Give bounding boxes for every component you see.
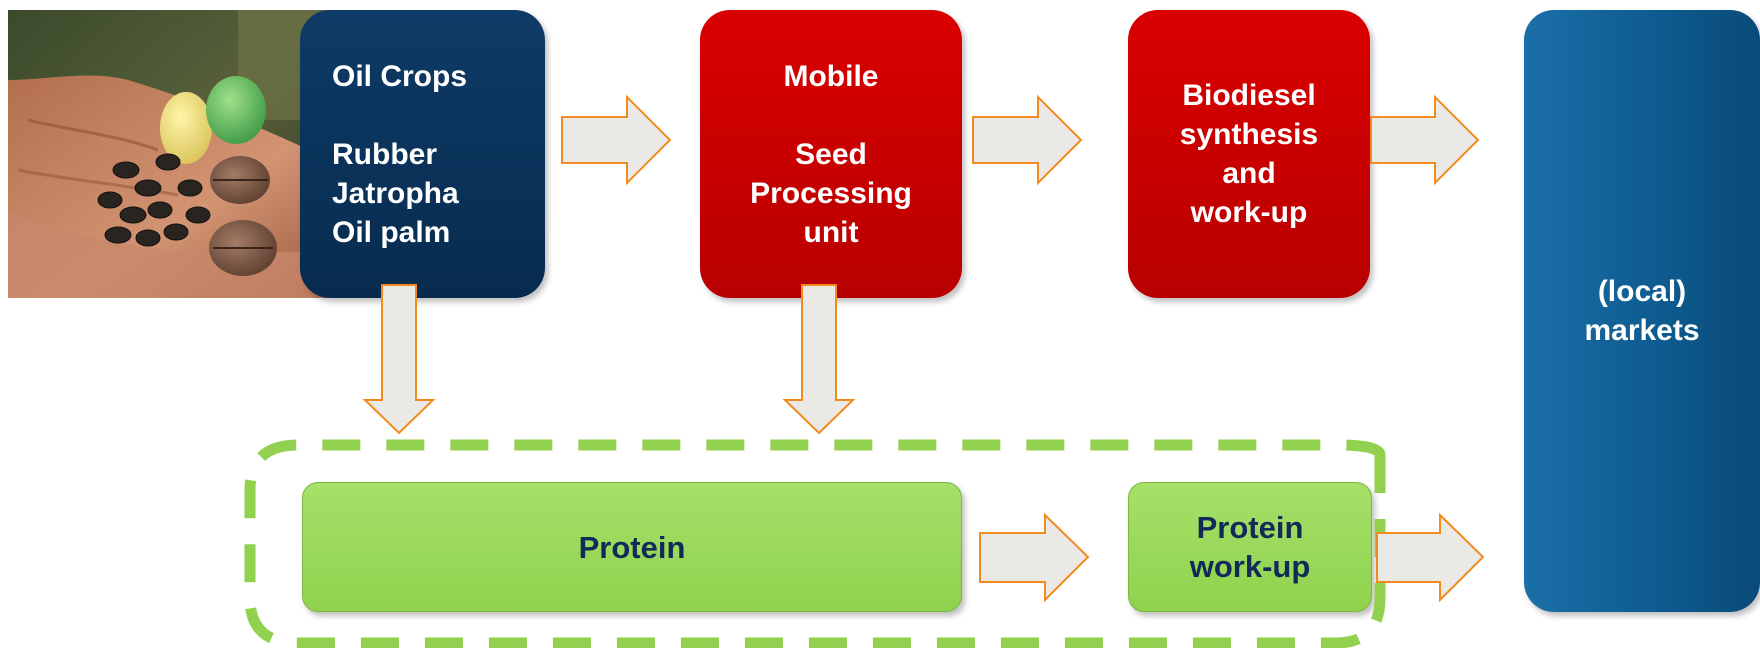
protein-label: Protein [578, 529, 686, 565]
mobile-seed-processing-box: Mobile Seed Processing unit [700, 10, 962, 298]
biodiesel-label: Biodiesel synthesis and work-up [1179, 79, 1319, 229]
local-markets-label: (local) markets [1584, 275, 1700, 347]
protein-box: Protein [302, 482, 962, 612]
block-arrow-icon [972, 94, 1083, 186]
protein-workup-box: Protein work-up [1128, 482, 1372, 612]
local-markets-box: (local) markets [1524, 10, 1760, 612]
oil-crops-label: Oil Crops Rubber Jatropha Oil palm [332, 59, 468, 249]
mobile-seed-processing-label: Mobile Seed Processing unit [750, 59, 912, 249]
oil-crops-box: Oil Crops Rubber Jatropha Oil palm [300, 10, 545, 298]
protein-workup-label: Protein work-up [1189, 510, 1311, 584]
block-arrow-icon [1370, 94, 1480, 186]
block-arrow-icon [1376, 512, 1485, 603]
seeds-in-hand-photo [8, 10, 330, 298]
biodiesel-box: Biodiesel synthesis and work-up [1128, 10, 1370, 298]
block-arrow-icon [979, 512, 1090, 603]
block-arrow-icon [561, 94, 672, 186]
block-arrow-icon [362, 284, 436, 435]
block-arrow-icon [782, 284, 856, 435]
